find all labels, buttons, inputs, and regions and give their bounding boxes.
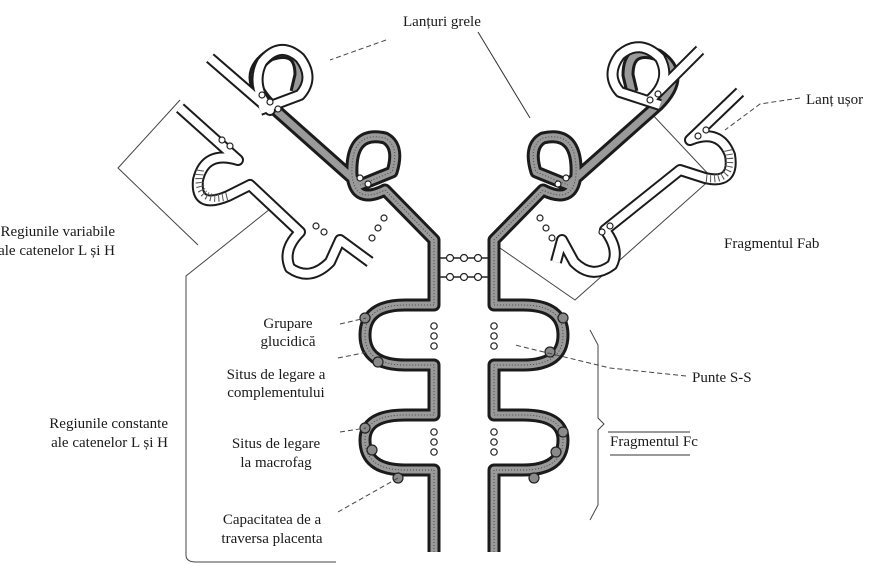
label-regiunile-variabile-2: ale catenelor L și H xyxy=(0,243,115,259)
label-situs-complement-2: complementului xyxy=(227,385,324,401)
heavy-chain-left xyxy=(255,53,434,553)
label-lant-usor: Lanț ușor xyxy=(806,92,863,108)
label-punte-ss: Punte S-S xyxy=(692,370,752,386)
label-grupare-glucidica-2: glucidică xyxy=(261,334,316,350)
hinge-disulfide-bridges xyxy=(440,255,488,281)
label-grupare-glucidica-1: Grupare xyxy=(263,316,312,332)
label-situs-macrofag-1: Situs de legare xyxy=(232,436,321,452)
label-regiunile-constante-1: Regiunile constante xyxy=(49,416,168,432)
variable-region-bracket xyxy=(118,100,198,245)
label-situs-complement-1: Situs de legare a xyxy=(227,367,326,383)
light-chain-left xyxy=(180,108,370,274)
heavy-chain-right xyxy=(494,53,673,553)
label-capacitatea-2: traversa placenta xyxy=(221,531,323,547)
label-regiunile-constante-2: ale catenelor L și H xyxy=(51,435,168,451)
label-capacitatea-1: Capacitatea de a xyxy=(223,512,322,528)
label-regiunile-variabile-1: Regiunile variabile xyxy=(0,224,115,240)
label-situs-macrofag-2: la macrofag xyxy=(240,455,312,471)
fc-fragment-brace xyxy=(590,330,604,520)
label-lanturi-grele: Lanțuri grele xyxy=(403,14,481,30)
label-fragmentul-fab: Fragmentul Fab xyxy=(724,236,819,252)
label-fragmentul-fc: Fragmentul Fc xyxy=(610,434,698,450)
carbohydrate-knobs xyxy=(360,313,568,483)
constant-region-bracket xyxy=(186,205,336,562)
